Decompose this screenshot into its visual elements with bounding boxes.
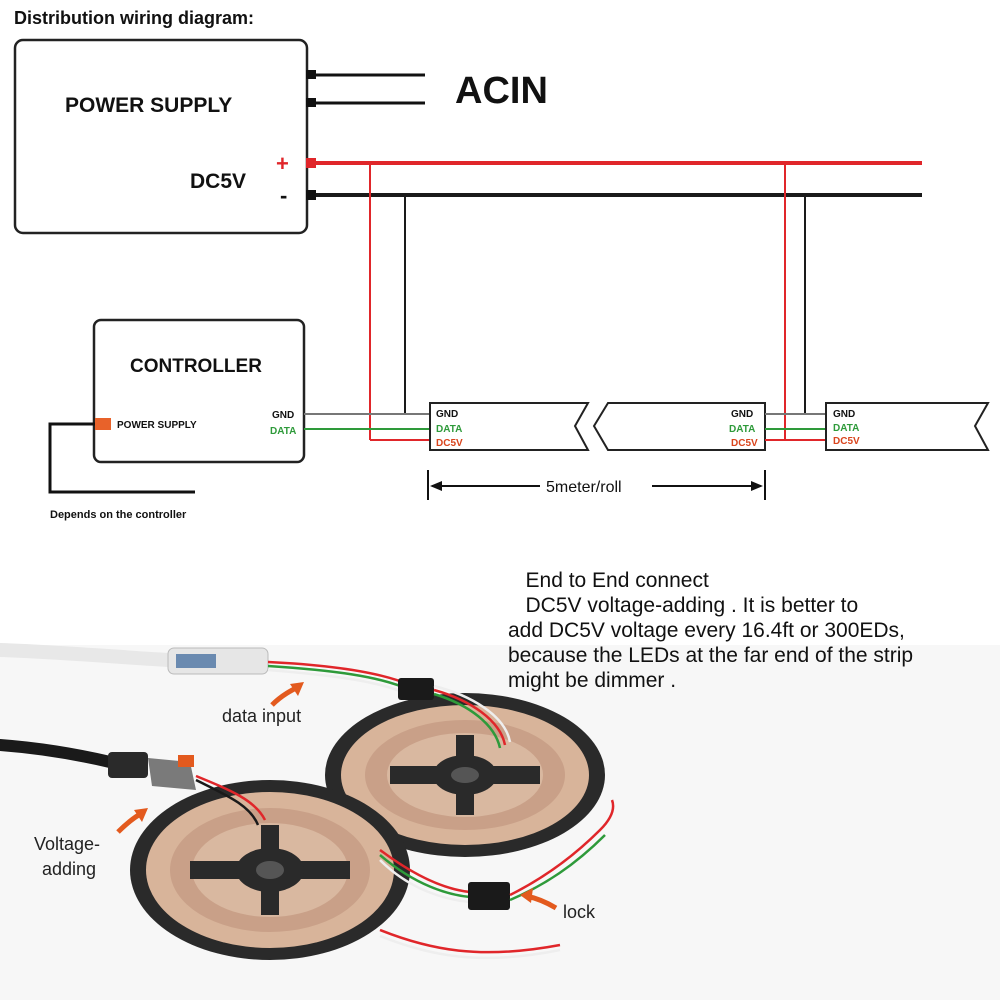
strip2-gnd: GND: [731, 409, 753, 420]
strip2-dc5v: DC5V: [731, 438, 758, 449]
arrow-lock: [520, 888, 558, 911]
controller-gnd-label: GND: [272, 410, 294, 421]
led-reel-back: [325, 693, 605, 857]
controller-box: CONTROLLER POWER SUPPLY GND DATA: [92, 318, 306, 464]
controller-power-label: POWER SUPPLY: [117, 420, 197, 431]
plus-sign: +: [276, 151, 289, 176]
lock-label: lock: [563, 902, 596, 922]
diagram-title: Distribution wiring diagram:: [14, 8, 254, 28]
note-line-1: End to End connect: [508, 569, 709, 592]
voltage-adding-label-1: Voltage-: [34, 834, 100, 854]
dc-jack-cable: [0, 739, 267, 826]
power-supply-label: POWER SUPPLY: [65, 94, 232, 117]
strip2-data: DATA: [729, 424, 755, 435]
note-line-4: because the LEDs at the far end of the s…: [508, 644, 914, 667]
voltage-note: End to End connect DC5V voltage-adding .…: [508, 568, 998, 693]
controller-dongle: [0, 643, 269, 675]
length-label: 5meter/roll: [546, 479, 622, 496]
inter-strip-wires: [765, 413, 826, 441]
dc5v-label: DC5V: [190, 170, 246, 193]
minus-sign: -: [280, 183, 287, 208]
strip3-data: DATA: [833, 423, 859, 434]
voltage-adding-label-2: adding: [42, 859, 96, 879]
note-line-3: add DC5V voltage every 16.4ft or 300EDs,: [508, 619, 905, 642]
arrow-data-input: [270, 682, 304, 707]
led-reel-front: [130, 780, 410, 960]
arrow-voltage-adding: [116, 808, 148, 834]
strip3-gnd: GND: [833, 409, 855, 420]
ac-input-wires: ACIN: [306, 70, 548, 112]
note-line-5: might be dimmer .: [508, 669, 677, 692]
controller-data-label: DATA: [270, 426, 296, 437]
controller-power-wire: Depends on the controller: [48, 422, 195, 521]
led-strip-2: GND DATA DC5V: [592, 402, 766, 451]
strip1-data: DATA: [436, 424, 462, 435]
controller-label: CONTROLLER: [130, 356, 262, 377]
dc-bus-wires: [306, 158, 922, 440]
power-supply-box: POWER SUPPLY DC5V + -: [13, 38, 309, 235]
strip1-dc5v: DC5V: [436, 438, 463, 449]
led-strip-3: GND DATA DC5V: [825, 402, 990, 451]
note-line-2: DC5V voltage-adding . It is better to: [508, 594, 859, 617]
led-strip-1: GND DATA DC5V: [429, 402, 590, 451]
length-dimension: 5meter/roll: [427, 470, 766, 500]
strip3-dc5v: DC5V: [833, 436, 860, 447]
controller-note: Depends on the controller: [50, 509, 187, 521]
controller-strip-wires: [304, 413, 430, 441]
data-input-label: data input: [222, 706, 301, 726]
product-photo: data input Voltage- adding lock: [0, 643, 1000, 1000]
acin-label: ACIN: [455, 70, 548, 112]
data-wires: [267, 660, 512, 749]
strip1-gnd: GND: [436, 409, 458, 420]
